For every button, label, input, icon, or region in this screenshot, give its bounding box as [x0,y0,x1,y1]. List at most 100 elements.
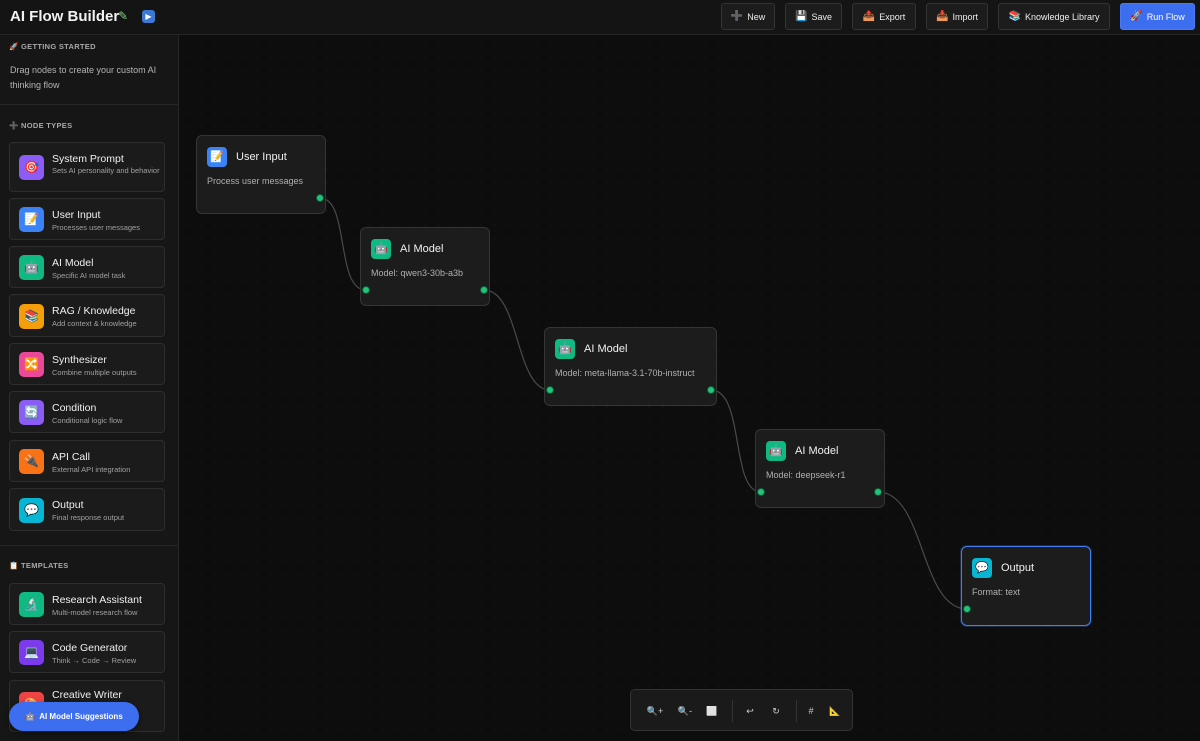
divider [0,545,178,546]
knowledge-library-button[interactable]: 📚 Knowledge Library [998,3,1110,30]
template-label: Research Assistant [52,594,142,606]
template-label: Creative Writer [52,689,122,701]
node-type-system-prompt[interactable]: 🎯 System Prompt Sets AI personality and … [9,142,165,192]
node-type-synthesizer[interactable]: 🔀 Synthesizer Combine multiple outputs [9,343,165,385]
template-desc: Multi-model research flow [52,608,138,617]
app-title: AI Flow Builder [10,8,120,25]
floppy-disk-icon: 💾 [795,11,808,22]
templates-title: TEMPLATES [21,561,69,570]
node-types-title: NODE TYPES [21,121,73,130]
node-type-desc: Sets AI personality and behavior [52,166,160,175]
cycle-icon: 🔄 [19,400,44,425]
getting-started-text: Drag nodes to create your custom AI thin… [10,65,157,90]
node-types-heading: ➕ NODE TYPES [9,121,72,130]
node-type-label: RAG / Knowledge [52,305,136,317]
node-type-condition[interactable]: 🔄 Condition Conditional logic flow [9,391,165,433]
new-button-label: New [747,11,766,22]
export-button-label: Export [879,11,906,22]
node-title: Output [1001,562,1035,574]
node-type-desc: Specific AI model task [52,271,126,280]
input-port[interactable] [963,605,971,613]
play-icon[interactable]: ▶ [142,10,155,23]
undo-icon[interactable]: ↩ [746,706,754,716]
output-port[interactable] [707,386,715,394]
node-type-user-input[interactable]: 📝 User Input Processes user messages [9,198,165,240]
templates-heading: 📋 TEMPLATES [9,561,69,570]
target-icon: 🎯 [19,155,44,180]
node-type-desc: Combine multiple outputs [52,368,137,377]
books-icon: 📚 [19,304,44,329]
output-port[interactable] [874,488,882,496]
flow-node-user-input[interactable]: 📝 User Input Process user messages [196,135,326,214]
ai-model-suggestions-button[interactable]: 🤖 AI Model Suggestions [9,702,139,731]
flow-node-ai-model[interactable]: 🤖 AI Model Model: meta-llama-3.1-70b-ins… [544,327,717,406]
node-type-rag-knowledge[interactable]: 📚 RAG / Knowledge Add context & knowledg… [9,294,165,337]
speech-bubble-icon: 💬 [19,498,44,523]
node-type-label: Synthesizer [52,354,107,366]
microscope-icon: 🔬 [19,592,44,617]
run-flow-button[interactable]: 🚀 Run Flow [1120,3,1195,30]
plus-icon: ➕ [730,11,744,22]
memo-icon: 📝 [207,147,227,167]
robot-icon: 🤖 [19,255,44,280]
input-port[interactable] [362,286,370,294]
flow-node-output[interactable]: 💬 Output Format: text [961,546,1091,626]
canvas-toolbar: 🔍+ 🔍- ⬜ ↩ ↻ # 📐 [630,689,853,731]
flow-node-ai-model[interactable]: 🤖 AI Model Model: qwen3-30b-a3b [360,227,490,306]
outbox-icon: 📤 [862,11,876,22]
plug-icon: 🔌 [19,449,44,474]
speech-bubble-icon: 💬 [972,558,992,578]
sidebar: 🚀 GETTING STARTED Drag nodes to create y… [0,35,179,741]
import-button-label: Import [952,11,978,22]
getting-started-title: GETTING STARTED [21,42,96,51]
node-type-desc: Add context & knowledge [52,319,137,328]
node-title: User Input [236,151,287,163]
input-port[interactable] [757,488,765,496]
node-title: AI Model [584,343,628,355]
node-type-label: Condition [52,402,97,414]
new-button[interactable]: ➕ New [721,3,775,30]
node-type-label: AI Model [52,257,94,269]
node-type-api-call[interactable]: 🔌 API Call External API integration [9,440,165,482]
node-type-label: API Call [52,451,90,463]
template-research-assistant[interactable]: 🔬 Research Assistant Multi-model researc… [9,583,165,625]
run-flow-label: Run Flow [1146,11,1185,22]
flow-node-ai-model[interactable]: 🤖 AI Model Model: deepseek-r1 [755,429,885,508]
template-code-generator[interactable]: 💻 Code Generator Think → Code → Review [9,631,165,673]
node-type-output[interactable]: 💬 Output Final response output [9,488,165,531]
node-title: AI Model [400,243,444,255]
output-port[interactable] [480,286,488,294]
node-subtitle: Format: text [972,587,1021,597]
robot-icon: 🤖 [25,712,36,721]
node-type-label: System Prompt [52,153,124,165]
node-type-label: User Input [52,209,101,221]
template-desc: Think → Code → Review [52,656,137,665]
snap-icon[interactable]: 📐 [829,706,841,716]
fit-view-icon[interactable]: ⬜ [706,706,718,716]
node-subtitle: Process user messages [207,176,304,186]
robot-icon: 🤖 [371,239,391,259]
save-button-label: Save [811,11,832,22]
rocket-icon: 🚀 [1130,11,1143,22]
import-button[interactable]: 📥 Import [926,3,988,30]
save-button[interactable]: 💾 Save [785,3,842,30]
node-type-desc: Final response output [52,513,125,522]
zoom-in-icon[interactable]: 🔍+ [646,706,664,716]
pencil-icon[interactable]: ✎ [117,9,129,23]
export-button[interactable]: 📤 Export [852,3,916,30]
clipboard-icon: 📋 [9,561,19,570]
toolbar-separator [796,700,797,722]
redo-icon[interactable]: ↻ [772,706,780,716]
knowledge-library-label: Knowledge Library [1024,11,1100,22]
input-port[interactable] [546,386,554,394]
node-subtitle: Model: meta-llama-3.1-70b-instruct [555,368,695,378]
inbox-icon: 📥 [936,11,949,22]
node-type-desc: Conditional logic flow [52,416,123,425]
books-icon: 📚 [1008,11,1021,22]
node-type-ai-model[interactable]: 🤖 AI Model Specific AI model task [9,246,165,288]
zoom-out-icon[interactable]: 🔍- [677,706,693,716]
memo-icon: 📝 [19,207,44,232]
output-port[interactable] [316,194,324,202]
grid-icon[interactable]: # [808,706,814,716]
robot-icon: 🤖 [555,339,575,359]
